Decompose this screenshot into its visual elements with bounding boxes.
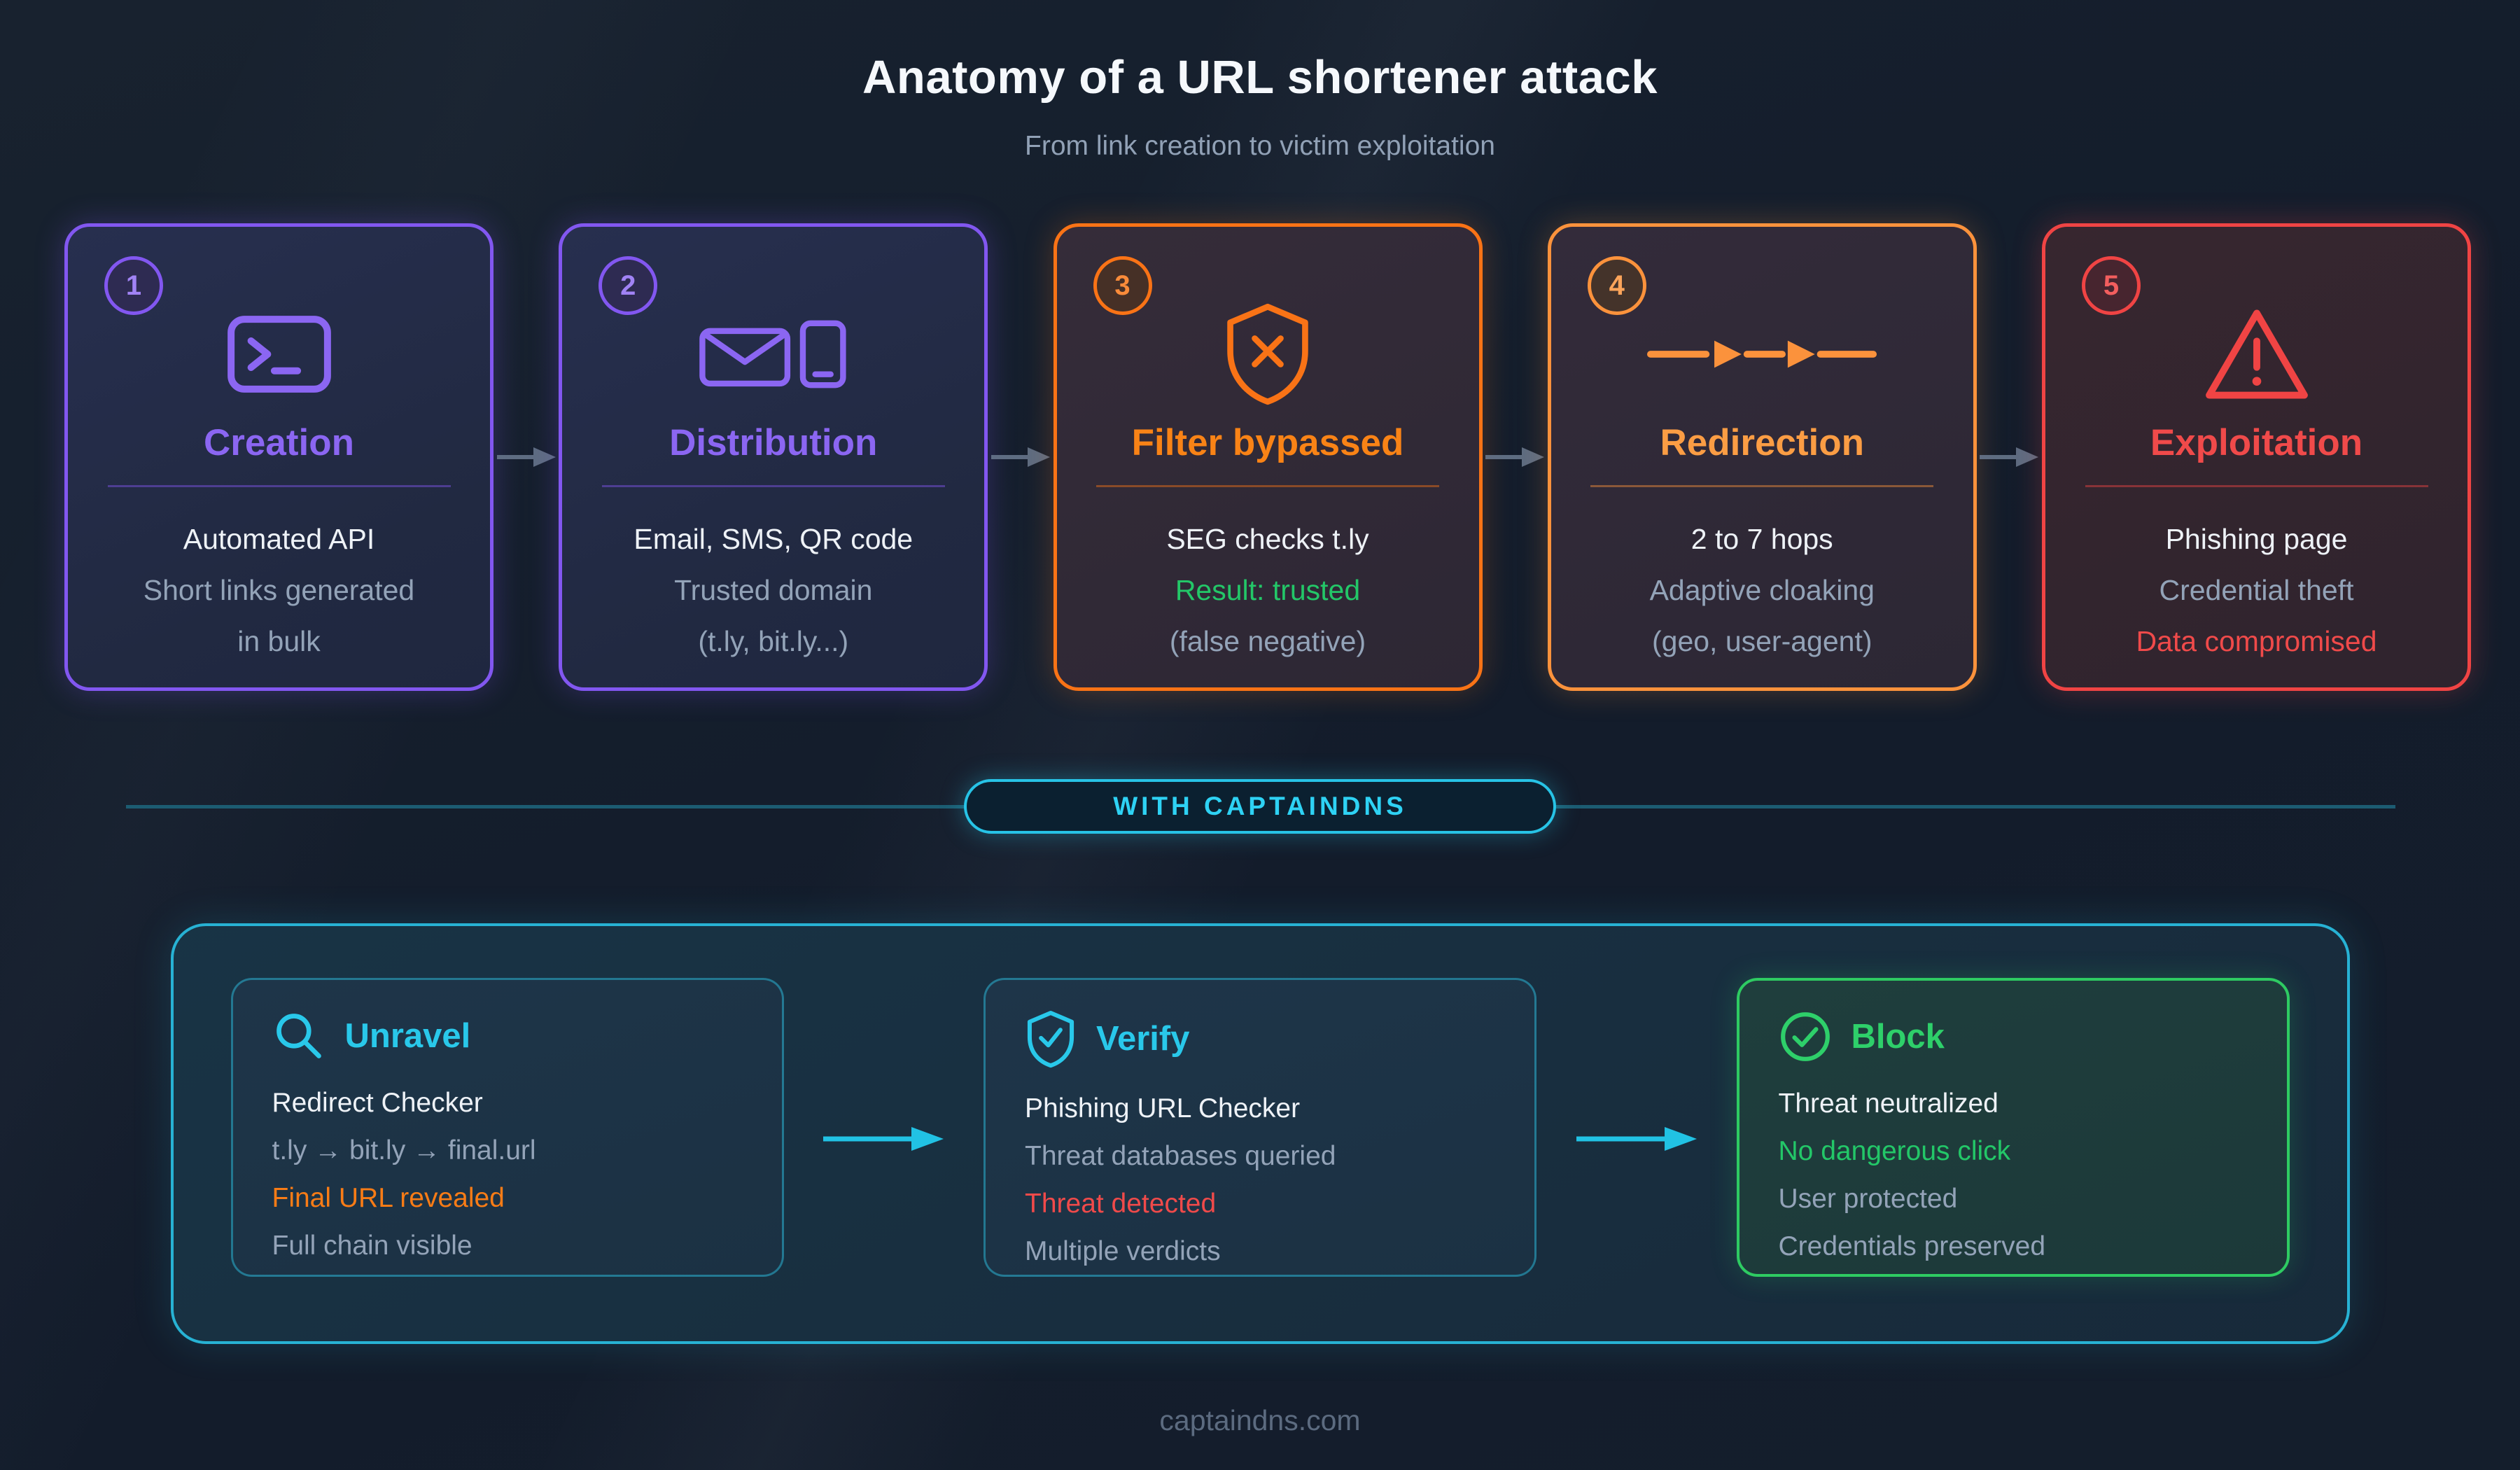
step-detail: (t.ly, bit.ly...) (698, 625, 849, 657)
step-number-badge: 4 (1587, 256, 1646, 315)
step-number: 2 (620, 270, 636, 301)
divider-line (1590, 485, 1934, 487)
redirect-hops-icon (1551, 294, 1973, 414)
defense-detail: User protected (1778, 1184, 1958, 1214)
step-detail: Email, SMS, QR code (634, 523, 913, 555)
attack-step-card-distribution: 2 Distribution Email, SMS, QR code Trust… (559, 223, 988, 691)
defense-detail: Threat neutralized (1778, 1088, 1998, 1119)
terminal-icon (68, 294, 490, 414)
flow-arrow-icon (493, 444, 559, 470)
defense-card-unravel: Unravel Redirect Checker t.ly → bit.ly →… (230, 978, 784, 1277)
flow-arrow-icon (988, 444, 1053, 470)
step-title: Creation (204, 422, 354, 463)
pill-label: WITH CAPTAINDNS (1113, 792, 1407, 820)
step-detail: 2 to 7 hops (1690, 523, 1833, 555)
step-number: 3 (1114, 270, 1130, 301)
defense-card-header: Verify (1025, 1009, 1495, 1068)
defense-detail: No dangerous click (1778, 1136, 2011, 1166)
defense-detail: Threat databases queried (1025, 1141, 1336, 1171)
step-title: Distribution (669, 422, 878, 463)
shield-check-icon (1025, 1009, 1077, 1068)
defense-detail: Multiple verdicts (1025, 1236, 1221, 1266)
step-number-badge: 2 (598, 256, 658, 315)
attack-step-card-redirection: 4 Redirection 2 to 7 hops Adaptive cloak… (1547, 223, 1977, 691)
step-detail: Adaptive cloaking (1649, 574, 1875, 606)
divider-line (601, 485, 945, 487)
step-detail: Credential theft (2159, 574, 2354, 606)
defense-panel: Unravel Redirect Checker t.ly → bit.ly →… (170, 923, 2350, 1344)
divider-line (1096, 485, 1439, 487)
alert-triangle-icon (2045, 294, 2468, 414)
defense-card-block: Block Threat neutralized No dangerous cl… (1736, 978, 2290, 1277)
step-title: Filter bypassed (1131, 422, 1404, 463)
defense-detail: Threat detected (1025, 1189, 1217, 1219)
step-detail: Result: trusted (1175, 574, 1361, 606)
page-subtitle: From link creation to victim exploitatio… (1025, 131, 1495, 161)
header: Anatomy of a URL shortener attack From l… (0, 50, 2520, 162)
step-detail: in bulk (237, 625, 321, 657)
defense-card-title: Unravel (344, 1017, 471, 1055)
page-title: Anatomy of a URL shortener attack (862, 51, 1658, 104)
defense-card-title: Verify (1096, 1020, 1190, 1058)
attack-step-card-creation: 1 Creation Automated API Short links gen… (64, 223, 493, 691)
captaindns-pill: WITH CAPTAINDNS (964, 779, 1556, 834)
defense-card-header: Block (1779, 1010, 2248, 1063)
step-number: 5 (2103, 270, 2120, 301)
defense-detail: t.ly → bit.ly → final.url (272, 1135, 536, 1166)
step-number: 1 (125, 270, 142, 301)
step-number-badge: 5 (2082, 256, 2141, 315)
defense-detail: Credentials preserved (1778, 1231, 2046, 1261)
flow-arrow-icon (1977, 444, 2042, 470)
footer-domain-text: captaindns.com (1159, 1404, 1361, 1436)
step-detail: Trusted domain (674, 574, 873, 606)
defense-detail: Redirect Checker (272, 1088, 483, 1118)
step-number: 4 (1609, 270, 1625, 301)
step-title: Exploitation (2150, 422, 2363, 463)
shield-x-icon (1057, 294, 1479, 414)
step-detail: Phishing page (2165, 523, 2348, 555)
magnifier-icon (272, 1009, 326, 1063)
cyan-arrow-icon (1536, 1125, 1737, 1153)
step-number-badge: 1 (104, 256, 163, 315)
step-number-badge: 3 (1093, 256, 1152, 315)
step-title: Redirection (1660, 422, 1865, 463)
defense-card-title: Block (1851, 1018, 1945, 1056)
cyan-arrow-icon (784, 1125, 984, 1153)
step-detail: (false negative) (1169, 625, 1366, 657)
step-detail: SEG checks t.ly (1166, 523, 1369, 555)
defense-detail: Phishing URL Checker (1025, 1093, 1301, 1124)
attack-step-card-exploitation: 5 Exploitation Phishing page Credential … (2042, 223, 2471, 691)
check-circle-icon (1779, 1010, 1832, 1063)
divider-line (107, 485, 451, 487)
defense-detail: Final URL revealed (272, 1183, 505, 1213)
footer: captaindns.com (0, 1404, 2520, 1437)
attack-steps-row: 1 Creation Automated API Short links gen… (64, 223, 2471, 691)
defense-card-verify: Verify Phishing URL Checker Threat datab… (983, 978, 1536, 1277)
section-divider: WITH CAPTAINDNS (0, 779, 2520, 834)
step-detail: Data compromised (2136, 625, 2377, 657)
mail-and-smartphone-icon (562, 294, 984, 414)
step-detail: Short links generated (143, 574, 415, 606)
flow-arrow-icon (1483, 444, 1548, 470)
attack-step-card-filter-bypassed: 3 Filter bypassed SEG checks t.ly Result… (1053, 223, 1483, 691)
defense-detail: Full chain visible (272, 1231, 472, 1261)
defense-card-header: Unravel (272, 1009, 743, 1063)
step-detail: (geo, user-agent) (1651, 625, 1872, 657)
divider-line (2085, 485, 2428, 487)
step-detail: Automated API (183, 523, 375, 555)
